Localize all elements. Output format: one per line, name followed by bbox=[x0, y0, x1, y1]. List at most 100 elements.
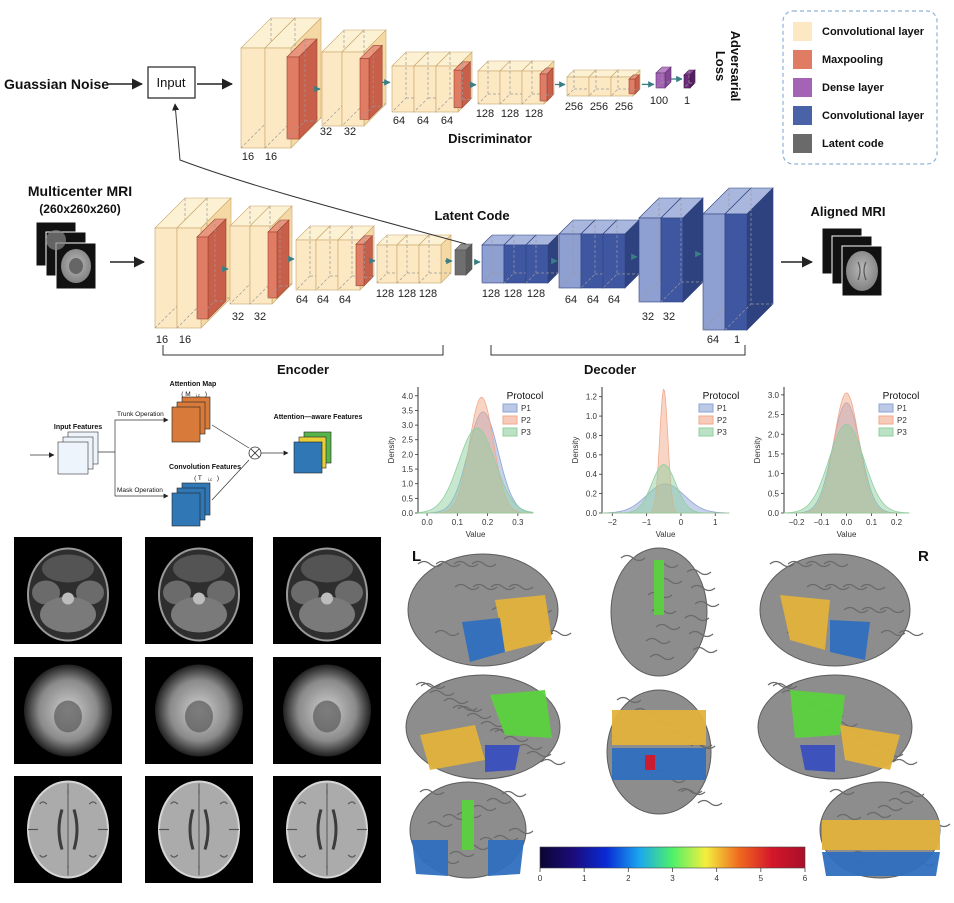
convolution-features-label: Convolution Features bbox=[169, 464, 241, 471]
attention-map-label: Attention Map bbox=[170, 381, 217, 388]
attention-aware-label: Attention—aware Features bbox=[274, 414, 363, 421]
colorbar-tick-1: 1 bbox=[582, 874, 587, 883]
attention-aware-stack bbox=[293, 431, 332, 474]
chart-1-ytick-5: 1.0 bbox=[586, 412, 598, 421]
mri-slice-r0-c2 bbox=[273, 537, 381, 644]
right-hemisphere-label: R bbox=[918, 548, 929, 565]
disc-dense-1 bbox=[683, 69, 696, 89]
enc-num-2: 32 bbox=[232, 311, 244, 323]
dec-num-2: 128 bbox=[527, 288, 545, 300]
dec-num-8: 64 bbox=[707, 334, 719, 346]
chart-2-xtick-2: 0.0 bbox=[841, 518, 853, 527]
latent-code-label: Latent Code bbox=[434, 208, 509, 223]
chart-0-xtick-3: 0.3 bbox=[512, 518, 524, 527]
chart-2-legend-label-2: P3 bbox=[897, 428, 907, 437]
enc-num-3: 32 bbox=[254, 311, 266, 323]
chart-1-ytick-3: 0.6 bbox=[586, 451, 598, 460]
chart-0-ylabel: Density bbox=[387, 437, 396, 464]
chart-0-ytick-5: 2.5 bbox=[402, 436, 414, 445]
convolution-features-subscript: i,c bbox=[208, 477, 213, 482]
brain-front bbox=[409, 781, 534, 879]
gaussian-noise-label: Guassian Noise bbox=[4, 76, 109, 92]
brain-left-lateral bbox=[407, 553, 572, 667]
attention-map-close: ) bbox=[205, 391, 207, 398]
chart-1-legend-swatch-1 bbox=[698, 415, 714, 425]
chart-2-legend-label-1: P2 bbox=[897, 416, 907, 425]
disc-num-9: 128 bbox=[525, 108, 543, 120]
chart-2-legend-swatch-2 bbox=[878, 427, 894, 437]
legend-swatch-2 bbox=[793, 78, 812, 97]
enc-conv-3-1 bbox=[396, 234, 430, 284]
chart-0-ytick-3: 1.5 bbox=[402, 465, 414, 474]
chart-2-series-P3 bbox=[783, 424, 910, 514]
colorbar-tick-5: 5 bbox=[759, 874, 764, 883]
decoder-bracket bbox=[490, 345, 746, 356]
chart-0-legend-swatch-0 bbox=[502, 403, 518, 413]
colorbar-tick-2: 2 bbox=[626, 874, 631, 883]
chart-0-xlabel: Value bbox=[466, 530, 486, 539]
chart-1-xtick-2: 0 bbox=[679, 518, 684, 527]
disc-num-5: 64 bbox=[417, 115, 429, 127]
chart-0-ytick-7: 3.5 bbox=[402, 406, 414, 415]
dec-num-7: 32 bbox=[663, 311, 675, 323]
dec-num-6: 32 bbox=[642, 311, 654, 323]
colorbar-tick-3: 3 bbox=[670, 874, 675, 883]
brain-bottom bbox=[606, 689, 723, 815]
disc-num-14: 1 bbox=[684, 95, 690, 107]
colorbar-tick-6: 6 bbox=[803, 874, 808, 883]
input-features-label: Input Features bbox=[54, 424, 102, 431]
input-mri-stack bbox=[35, 221, 97, 290]
mri-slice-r1-c0 bbox=[14, 657, 122, 764]
mri-image-grid bbox=[14, 537, 381, 883]
disc-num-4: 64 bbox=[393, 115, 405, 127]
dec-num-9: 1 bbox=[734, 334, 740, 346]
dec-num-0: 128 bbox=[482, 288, 500, 300]
disc-num-7: 128 bbox=[476, 108, 494, 120]
mri-size-label: (260x260x260) bbox=[39, 202, 120, 216]
encoder-label: Encoder bbox=[277, 362, 329, 377]
chart-1-xlabel: Value bbox=[656, 530, 676, 539]
disc-pool-1 bbox=[359, 44, 383, 121]
chart-0-ytick-4: 2.0 bbox=[402, 450, 414, 459]
enc-pool-1 bbox=[267, 219, 290, 299]
chart-0-xtick-2: 0.2 bbox=[482, 518, 494, 527]
chart-2-xtick-0: −0.2 bbox=[789, 518, 805, 527]
encoder-bracket bbox=[162, 345, 444, 356]
legend-swatch-3 bbox=[793, 106, 812, 125]
mri-slice-r1-c1 bbox=[145, 657, 253, 764]
disc-dense-100 bbox=[655, 66, 672, 89]
legend-box bbox=[782, 10, 938, 165]
chart-2-xtick-1: −0.1 bbox=[814, 518, 830, 527]
chart-2-ylabel: Density bbox=[753, 437, 762, 464]
trunk-operation-label: Trunk Operation bbox=[117, 411, 164, 418]
convolution-features-sub: ( T bbox=[194, 475, 202, 482]
chart-1-legend-label-1: P2 bbox=[717, 416, 727, 425]
brain-left-medial bbox=[405, 674, 566, 780]
legend-label-0: Convolutional layer bbox=[822, 26, 925, 38]
convolution-features-stack bbox=[171, 482, 211, 527]
chart-2-ytick-6: 3.0 bbox=[768, 391, 780, 400]
disc-pool-3 bbox=[539, 67, 554, 102]
chart-0-ytick-1: 0.5 bbox=[402, 494, 414, 503]
attention-map-stack bbox=[171, 396, 211, 443]
disc-pool-2 bbox=[453, 61, 472, 109]
chart-2-legend-swatch-0 bbox=[878, 403, 894, 413]
disc-num-8: 128 bbox=[501, 108, 519, 120]
attention-map-subscript: i,c bbox=[196, 393, 201, 398]
mri-slice-r0-c1 bbox=[145, 537, 253, 644]
dec-num-3: 64 bbox=[565, 294, 577, 306]
brain-right-lateral bbox=[759, 553, 924, 667]
mask-operation-label: Mask Operation bbox=[117, 487, 163, 494]
dec-conv-0-2 bbox=[525, 234, 559, 284]
legend-swatch-0 bbox=[793, 22, 812, 41]
chart-1-series-P3 bbox=[602, 464, 729, 514]
latent-to-input-arrow bbox=[172, 103, 467, 245]
chart-0-xtick-0: 0.0 bbox=[422, 518, 434, 527]
disc-num-6: 64 bbox=[441, 115, 453, 127]
enc-conv-3-2 bbox=[418, 234, 452, 284]
chart-0-xtick-1: 0.1 bbox=[452, 518, 464, 527]
